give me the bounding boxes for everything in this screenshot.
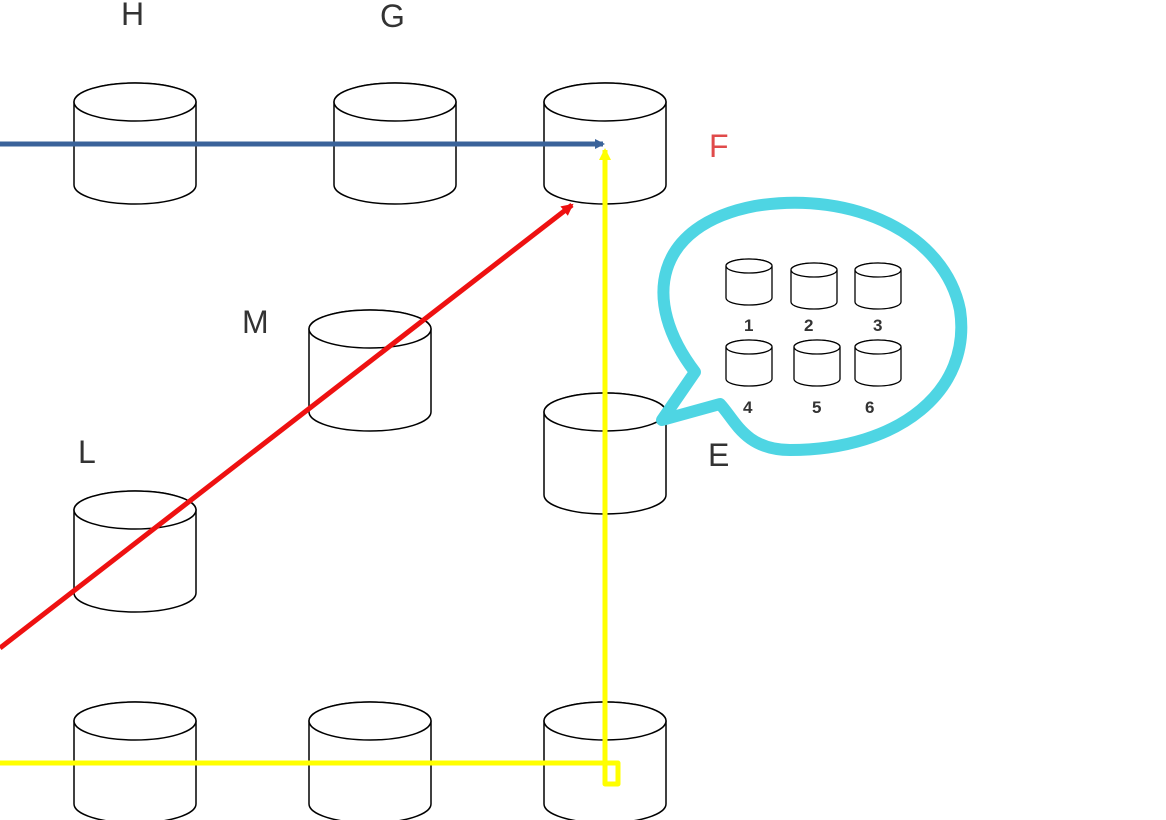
- red-arrow: [0, 203, 574, 650]
- label-h: H: [121, 0, 144, 32]
- callout-label-2: 2: [804, 316, 813, 335]
- mini-cylinder-5: [793, 339, 841, 387]
- label-f: F: [709, 128, 729, 164]
- label-e: E: [708, 437, 729, 473]
- mini-cylinder-4: [725, 339, 773, 387]
- cylinder-f: [543, 82, 667, 205]
- label-g: G: [380, 0, 405, 34]
- cylinder-group: [73, 82, 667, 820]
- mini-cylinder-2: [790, 262, 838, 310]
- label-l: L: [78, 434, 96, 470]
- mini-cylinder-group: [725, 258, 902, 387]
- cylinder-bottom-1: [73, 701, 197, 820]
- callout-label-5: 5: [812, 398, 821, 417]
- callout-label-3: 3: [873, 316, 882, 335]
- mini-cylinder-3: [854, 262, 902, 310]
- mini-cylinder-1: [725, 258, 773, 306]
- callout-label-1: 1: [744, 316, 753, 335]
- label-m: M: [242, 304, 269, 340]
- callout-bubble: 1 2 3 4 5 6: [656, 196, 968, 456]
- callout-label-4: 4: [743, 398, 753, 417]
- yellow-arrow-route: [0, 148, 621, 787]
- mini-cylinder-6: [854, 339, 902, 387]
- callout-label-6: 6: [865, 398, 874, 417]
